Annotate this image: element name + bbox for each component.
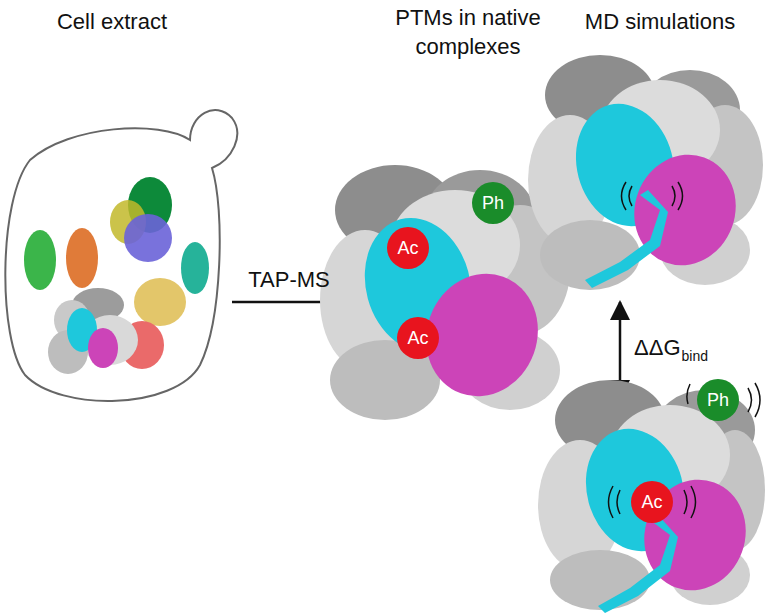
ptm-circle: Ph — [472, 182, 514, 224]
complex-modified — [538, 380, 765, 613]
panel-title: MD simulations — [585, 8, 735, 37]
ptm-label: Ac — [407, 328, 428, 349]
ptm-circle: Ac — [387, 227, 429, 269]
complex-simulated — [528, 55, 763, 290]
ptm-circle: Ph — [697, 379, 739, 421]
ptm-label: Ac — [397, 238, 418, 259]
ptm-circle: Ac — [631, 481, 673, 523]
ptm-label: Ac — [641, 492, 662, 513]
arrow-label: TAP-MS — [248, 266, 329, 295]
energy-subscript: bind — [682, 347, 708, 365]
ptm-label: Ph — [707, 390, 729, 411]
panel-title: Cell extract — [57, 8, 167, 37]
cell — [5, 110, 237, 401]
ptm-circle: Ac — [397, 317, 439, 359]
ptm-label: Ph — [482, 193, 504, 214]
energy-label: ΔΔG — [634, 334, 681, 363]
panel-title: PTMs in native complexes — [376, 4, 561, 61]
